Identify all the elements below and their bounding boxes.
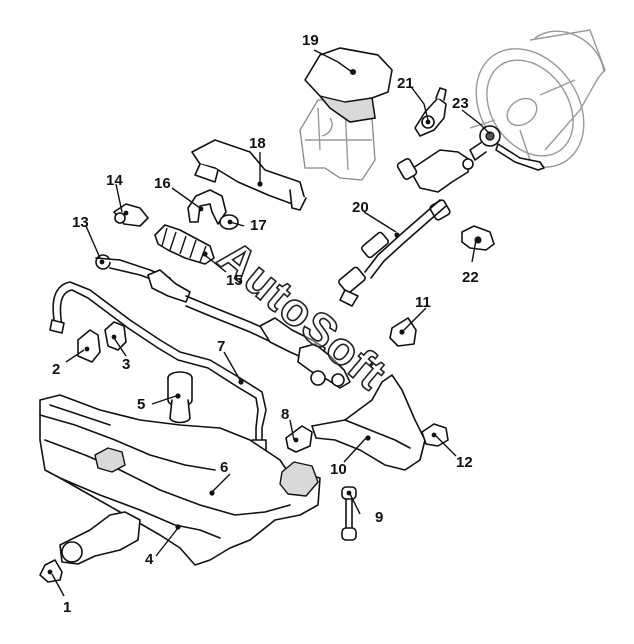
label-19: 19 xyxy=(302,32,319,49)
label-21: 21 xyxy=(397,75,414,92)
rack-bush xyxy=(219,214,239,230)
label-22: 22 xyxy=(462,269,479,286)
label-23: 23 xyxy=(452,95,469,112)
wishbone-bush xyxy=(285,425,313,453)
label-7: 7 xyxy=(217,338,225,355)
label-15: 15 xyxy=(226,272,243,289)
label-3: 3 xyxy=(122,356,130,373)
part-number-labels: 1 2 3 4 5 6 7 8 9 10 11 12 13 14 15 16 1… xyxy=(52,32,479,616)
ball-joint xyxy=(421,423,449,447)
label-1: 1 xyxy=(63,599,71,616)
steering-stalk xyxy=(469,125,545,171)
label-13: 13 xyxy=(72,214,89,231)
label-8: 8 xyxy=(281,406,289,423)
label-17: 17 xyxy=(250,217,267,234)
label-20: 20 xyxy=(352,199,369,216)
strut-mount xyxy=(167,371,193,424)
column-shroud xyxy=(304,47,393,123)
label-10: 10 xyxy=(330,461,347,478)
label-6: 6 xyxy=(220,459,228,476)
front-subframe xyxy=(39,394,321,566)
rear-subframe-mount xyxy=(39,511,141,583)
rack-boot xyxy=(154,224,215,265)
tie-rod-end-small xyxy=(113,203,149,227)
mounting-bracket xyxy=(191,139,307,211)
label-2: 2 xyxy=(52,361,60,378)
label-4: 4 xyxy=(145,551,154,568)
stabilizer-bush xyxy=(104,321,127,351)
column-clamp xyxy=(461,225,495,251)
label-16: 16 xyxy=(154,175,171,192)
leader-lines xyxy=(51,49,491,597)
steering-column-shaft xyxy=(338,149,474,307)
label-11: 11 xyxy=(415,294,431,311)
ignition-switch xyxy=(414,87,447,137)
label-12: 12 xyxy=(456,454,473,471)
label-18: 18 xyxy=(249,135,266,152)
link-bracket xyxy=(77,329,101,363)
drop-link xyxy=(341,486,357,541)
label-9: 9 xyxy=(375,509,383,526)
label-14: 14 xyxy=(106,172,123,189)
steering-rack xyxy=(95,254,351,389)
label-5: 5 xyxy=(137,396,145,413)
